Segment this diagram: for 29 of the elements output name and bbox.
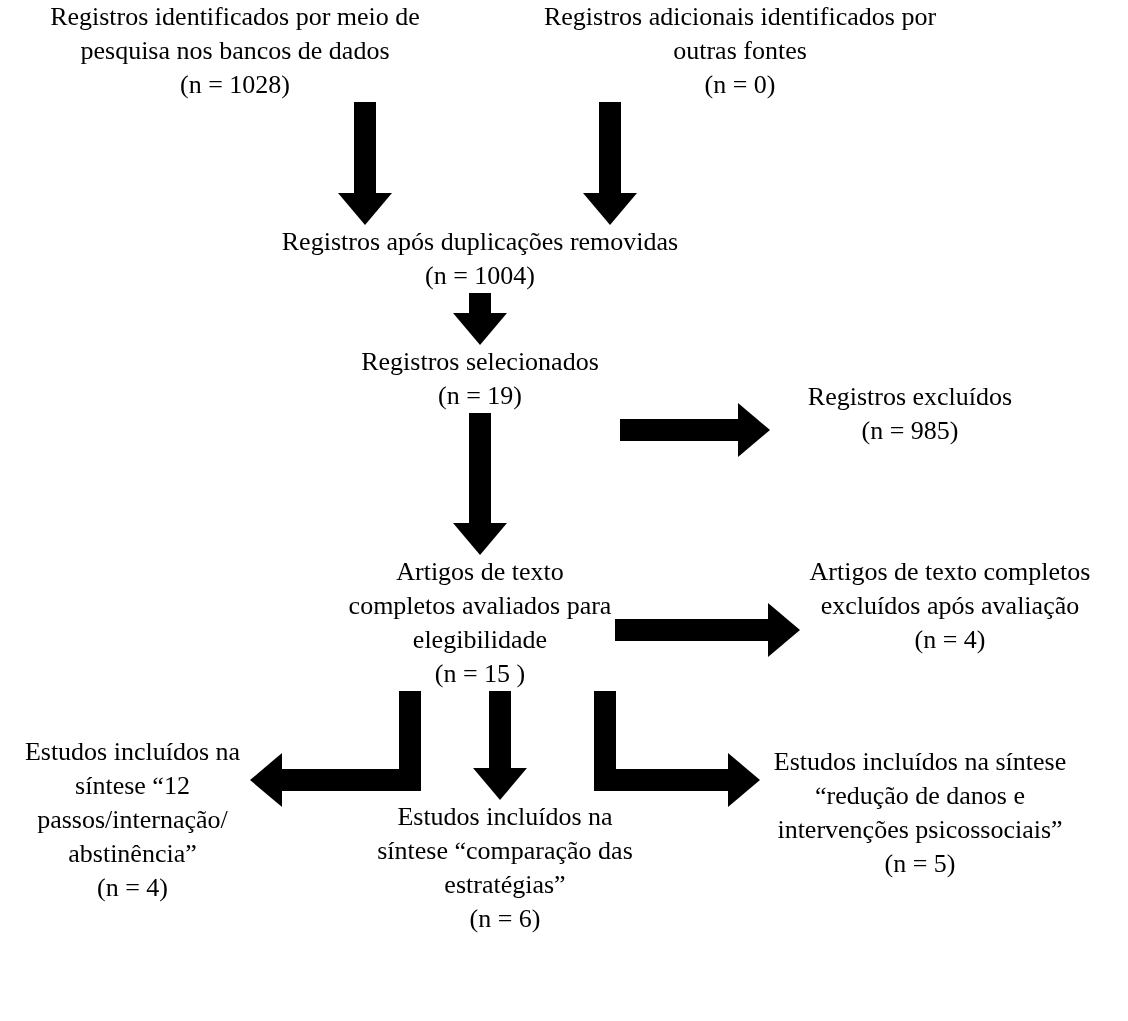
record-count: (n = 0) — [703, 69, 777, 101]
record-count: (n = 1004) — [424, 260, 536, 292]
record-count: (n = 4) — [96, 872, 169, 904]
step-text: Registros após duplicações removidas — [280, 226, 680, 258]
record-count: (n = 5) — [883, 848, 957, 880]
block-arrow — [453, 413, 507, 555]
record-count: (n = 6) — [468, 903, 542, 935]
block-arrow — [620, 403, 770, 457]
block-arrow — [615, 603, 800, 657]
step-text: Registros adicionais identificados por outras fontes — [542, 1, 938, 67]
step-text: Registros selecionados — [360, 346, 600, 378]
record-count: (n = 1028) — [179, 69, 291, 101]
record-count: (n = 19) — [437, 380, 523, 412]
step-text: Registros excluídos — [806, 381, 1014, 413]
step-text: Registros identificados por meio de pesquisa nos bancos de dados — [49, 1, 421, 67]
step-text: Artigos de texto completos avaliados para elegibilidade — [347, 556, 613, 656]
block-arrow — [338, 102, 392, 225]
block-arrow — [250, 691, 421, 807]
step-text: Estudos incluídos na síntese “redução de danos e intervenções psicossociais” — [772, 746, 1068, 846]
step-text: Artigos de texto completos excluídos após avaliação — [808, 556, 1092, 622]
record-count: (n = 4) — [913, 624, 987, 656]
block-arrow — [583, 102, 637, 225]
step-text: Estudos incluídos na síntese “comparação das estratégias” — [376, 801, 634, 901]
record-count: (n = 985) — [860, 415, 960, 447]
step-text: Estudos incluídos na síntese “12 passos/internação/ abstinência” — [23, 736, 242, 870]
record-count: (n = 15 ) — [433, 658, 527, 690]
block-arrow — [453, 293, 507, 345]
block-arrow — [473, 691, 527, 800]
block-arrow — [594, 691, 760, 807]
